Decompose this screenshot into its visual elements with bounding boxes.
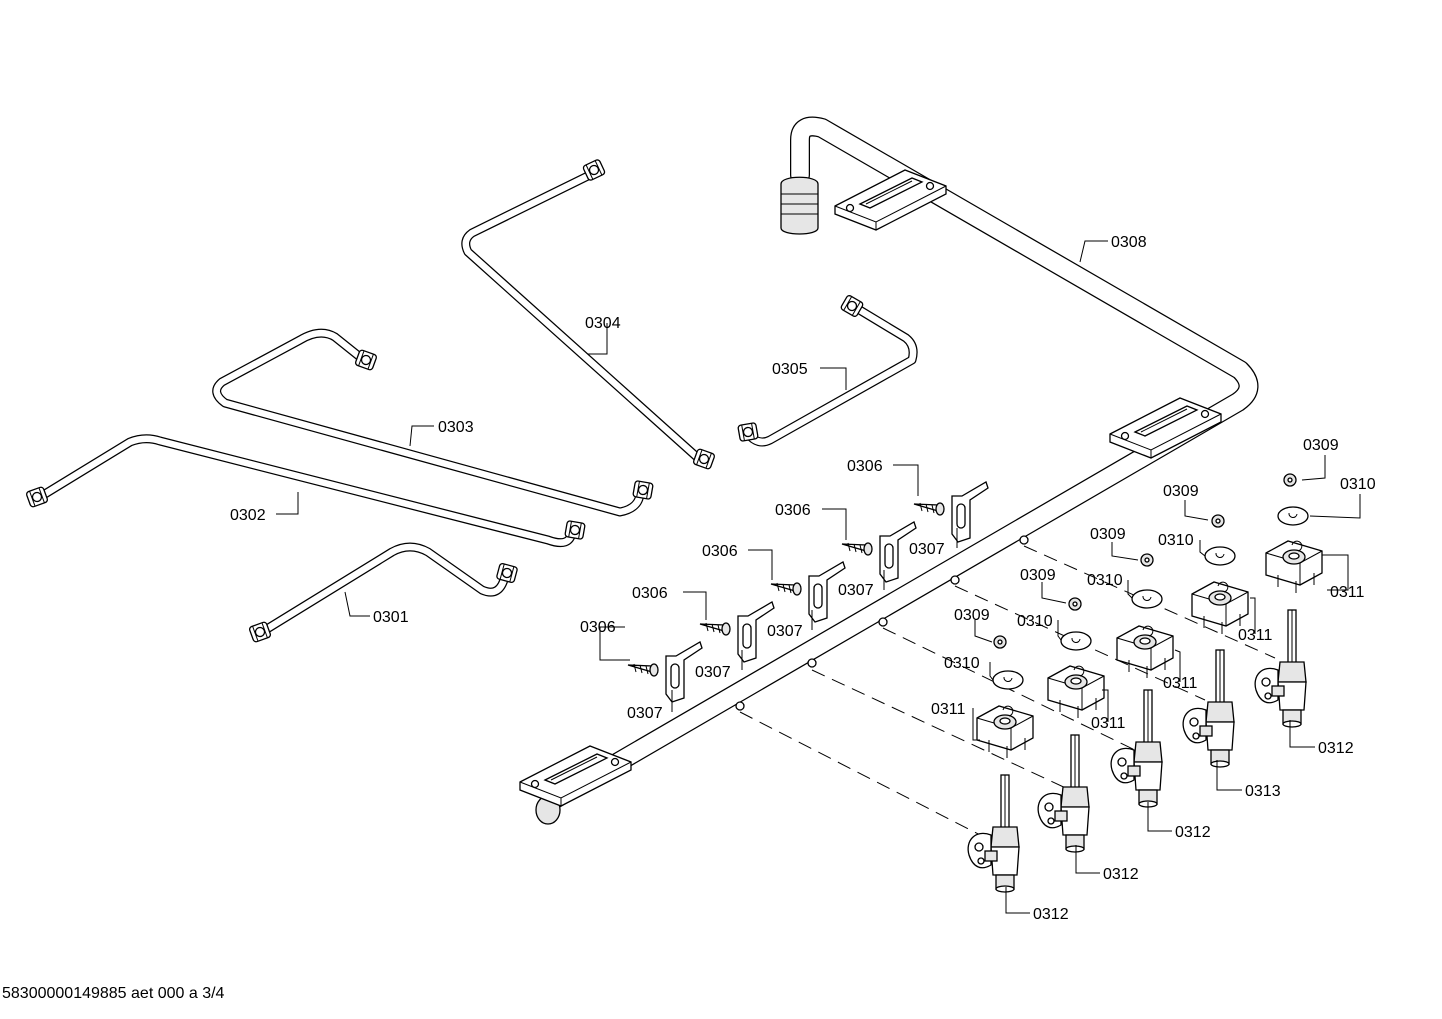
label-0310: 0310 [1158, 532, 1194, 549]
label-0301: 0301 [373, 609, 409, 626]
label-0311: 0311 [931, 701, 966, 718]
label-0310: 0310 [1017, 613, 1053, 630]
label-0307: 0307 [767, 623, 803, 640]
label-0306: 0306 [775, 502, 811, 519]
label-0312: 0312 [1175, 824, 1211, 841]
label-0303: 0303 [438, 419, 474, 436]
leader-lines [276, 240, 1361, 914]
label-0310: 0310 [1087, 572, 1123, 589]
pipe-0303 [212, 328, 654, 517]
label-0307: 0307 [838, 582, 874, 599]
label-0306: 0306 [702, 543, 738, 560]
label-0311: 0311 [1163, 675, 1198, 692]
label-0311: 0311 [1330, 584, 1365, 601]
label-0310: 0310 [1340, 476, 1376, 493]
label-0306: 0306 [847, 458, 883, 475]
pipe-0304 [461, 158, 716, 471]
label-0309: 0309 [954, 607, 990, 624]
label-0311: 0311 [1238, 627, 1273, 644]
label-0307: 0307 [695, 664, 731, 681]
label-0302: 0302 [230, 507, 266, 524]
label-0311: 0311 [1091, 715, 1126, 732]
label-0312: 0312 [1318, 740, 1354, 757]
label-0309: 0309 [1163, 483, 1199, 500]
pipe-0301 [248, 542, 519, 644]
label-0312: 0312 [1033, 906, 1069, 923]
label-0307: 0307 [909, 541, 945, 558]
label-0309: 0309 [1090, 526, 1126, 543]
label-0312: 0312 [1103, 866, 1139, 883]
label-0309: 0309 [1020, 567, 1056, 584]
part-labels: 0301 0302 0303 0304 0305 0306 0306 0306 … [230, 234, 1376, 923]
gas-rail-0308 [519, 116, 1259, 825]
label-0310: 0310 [944, 655, 980, 672]
label-0304: 0304 [585, 315, 621, 332]
label-0309: 0309 [1303, 437, 1339, 454]
pipe-0305 [737, 293, 918, 447]
label-0308: 0308 [1111, 234, 1147, 251]
label-0307: 0307 [627, 705, 663, 722]
pipe-0302 [25, 434, 586, 548]
label-0306: 0306 [632, 585, 668, 602]
label-0306: 0306 [580, 619, 616, 636]
label-0305: 0305 [772, 361, 808, 378]
label-0313: 0313 [1245, 783, 1281, 800]
drawing-reference-footer: 58300000149885 aet 000 a 3/4 [2, 985, 225, 1002]
